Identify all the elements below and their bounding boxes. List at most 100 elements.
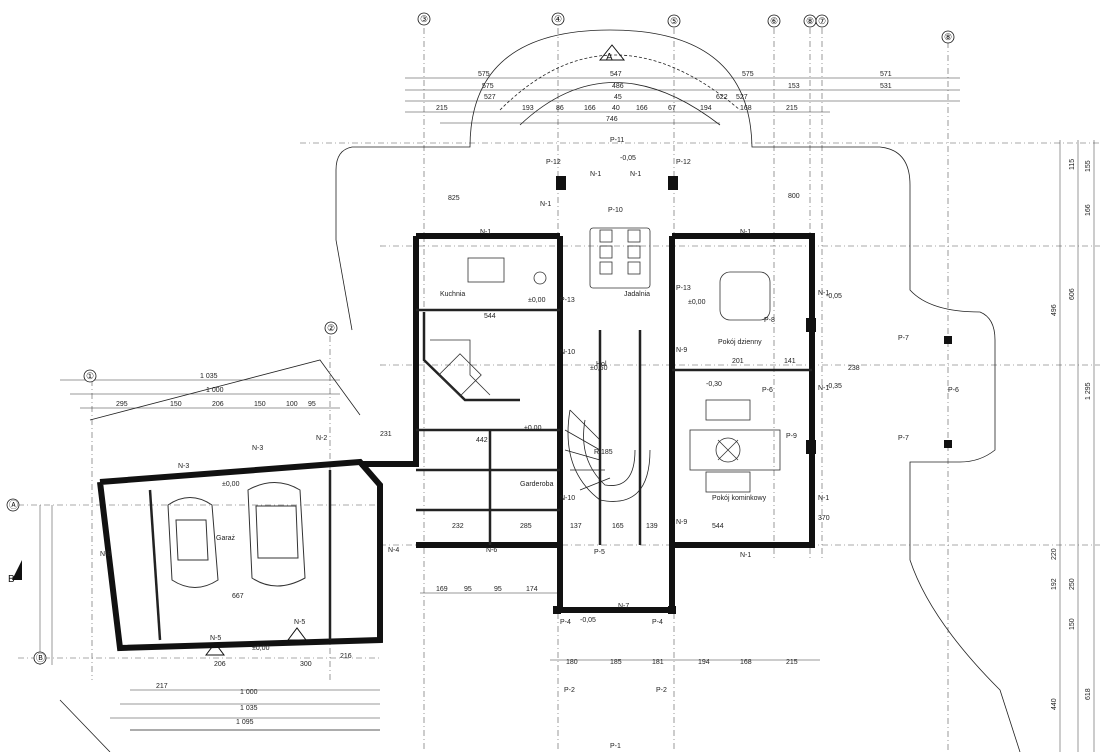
dim-top: 86 [556, 105, 564, 112]
level-minus-005: -0,05 [580, 617, 596, 624]
axis-label-4: ④ [554, 14, 562, 24]
label-p7: P-7 [898, 335, 909, 342]
dim-bottom: 216 [340, 653, 352, 660]
dim-right: 250 [1069, 578, 1076, 590]
dim-bottom: 185 [610, 659, 622, 666]
dim-top: 622 [716, 94, 728, 101]
dim-bottom: 168 [740, 659, 752, 666]
dim-top: 168 [740, 105, 752, 112]
dims-right-group: 115 155 166 496 606 1 295 440 618 250 15… [1051, 159, 1092, 710]
dim-top: 571 [880, 71, 892, 78]
dim-left: 1 035 [200, 373, 218, 380]
room-garderoba: Garderoba [520, 481, 554, 488]
label-p4: P-4 [560, 619, 571, 626]
terrace-outline [59, 29, 1021, 752]
dim-top: 527 [484, 94, 496, 101]
axis-label-7: ⑦ [818, 16, 826, 26]
level-minus-035: -0,35 [826, 383, 842, 390]
dim-right: 440 [1051, 698, 1058, 710]
dim-bottom: 1 095 [236, 719, 254, 726]
dim-top: 153 [788, 83, 800, 90]
dim-left: 1 000 [206, 387, 224, 394]
dimension-lines [39, 77, 1095, 752]
dim-bottom: 215 [786, 659, 798, 666]
dim-top: 531 [880, 83, 892, 90]
label-p9: P-9 [786, 433, 797, 440]
label-n5: N-5 [210, 635, 221, 642]
axis-label-b: Ⓑ [36, 653, 45, 663]
dim-right: 618 [1085, 688, 1092, 700]
section-a-label: A [606, 52, 613, 63]
label-n3: N-3 [178, 463, 189, 470]
dim-interior: 137 [570, 523, 582, 530]
level-minus-030: -0,30 [706, 381, 722, 388]
dim-bottom: 181 [652, 659, 664, 666]
label-n1: N-1 [740, 229, 751, 236]
dim-bottom: 169 [436, 586, 448, 593]
label-n4: N-4 [388, 547, 399, 554]
label-n6: N-6 [486, 547, 497, 554]
dim-interior: 232 [452, 523, 464, 530]
label-p13: P-13 [676, 285, 691, 292]
level-zero: ±0,00 [524, 425, 542, 432]
level-zero: ±0,00 [688, 299, 706, 306]
level-minus-005: -0,05 [620, 155, 636, 162]
dim-right: 496 [1051, 304, 1058, 316]
label-n2: N-2 [316, 435, 327, 442]
dim-interior: 139 [646, 523, 658, 530]
label-n1: N-1 [540, 201, 551, 208]
level-plus-060: ±0,60 [590, 365, 608, 372]
dim-interior: 165 [612, 523, 624, 530]
label-p2: P-2 [564, 687, 575, 694]
label-n1: N-1 [818, 290, 829, 297]
dim-left: 206 [212, 401, 224, 408]
dim-interior: 667 [232, 593, 244, 600]
staircase [564, 409, 651, 502]
dim-interior: 285 [520, 523, 532, 530]
dim-bottom: 206 [214, 661, 226, 668]
dim-top: 547 [610, 71, 622, 78]
dim-left: 100 [286, 401, 298, 408]
section-markers [12, 44, 626, 656]
dim-right: 166 [1085, 204, 1092, 216]
label-p6: P-6 [762, 387, 773, 394]
label-n1: N-1 [740, 552, 751, 559]
dim-left: 150 [170, 401, 182, 408]
label-n1: N-1 [590, 171, 601, 178]
label-n8: N-8 [100, 551, 111, 558]
dim-bottom: 217 [156, 683, 168, 690]
dim-top: 67 [668, 105, 676, 112]
dim-interior: 544 [712, 523, 724, 530]
label-n1: N-1 [480, 229, 491, 236]
label-n10: N-10 [560, 349, 575, 356]
dim-top: 575 [742, 71, 754, 78]
label-p2: P-2 [656, 687, 667, 694]
dim-bottom: 95 [464, 586, 472, 593]
label-p8: P-8 [764, 317, 775, 324]
label-p12: P-12 [676, 159, 691, 166]
dim-bottom: 180 [566, 659, 578, 666]
dim-top: 215 [436, 105, 448, 112]
label-p11: P-11 [610, 137, 624, 144]
dim-bottom: 194 [698, 659, 710, 666]
dim-left: 231 [380, 431, 392, 438]
dim-right: 606 [1069, 288, 1076, 300]
axis-label-1: ① [86, 371, 94, 381]
dim-bottom: 300 [300, 661, 312, 668]
room-hol: Hol [596, 361, 607, 368]
dim-top: 527 [736, 94, 748, 101]
dim-interior: 442 [476, 437, 488, 444]
label-n1: N-1 [818, 495, 829, 502]
dim-right: 115 [1069, 159, 1076, 170]
dim-right: 155 [1085, 160, 1092, 172]
axis-label-6: ⑥ [770, 16, 778, 26]
room-pokoj-kominkowy: Pokój kominkowy [712, 495, 767, 502]
dim-top: 746 [606, 116, 618, 123]
room-kuchnia: Kuchnia [440, 291, 465, 298]
dim-top: 166 [584, 105, 596, 112]
label-n9: N-9 [676, 347, 687, 354]
label-n7: N-7 [618, 603, 629, 610]
dim-left: 295 [116, 401, 128, 408]
label-n10: N-10 [560, 495, 575, 502]
